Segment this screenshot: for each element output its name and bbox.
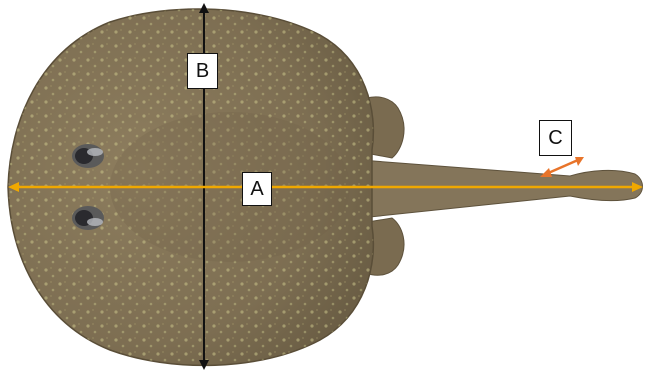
eye-upper <box>72 144 104 168</box>
label-a: A <box>242 172 272 206</box>
eye-lower <box>72 206 104 230</box>
label-b: B <box>187 53 218 89</box>
tail <box>360 160 643 218</box>
label-c: C <box>539 120 572 156</box>
